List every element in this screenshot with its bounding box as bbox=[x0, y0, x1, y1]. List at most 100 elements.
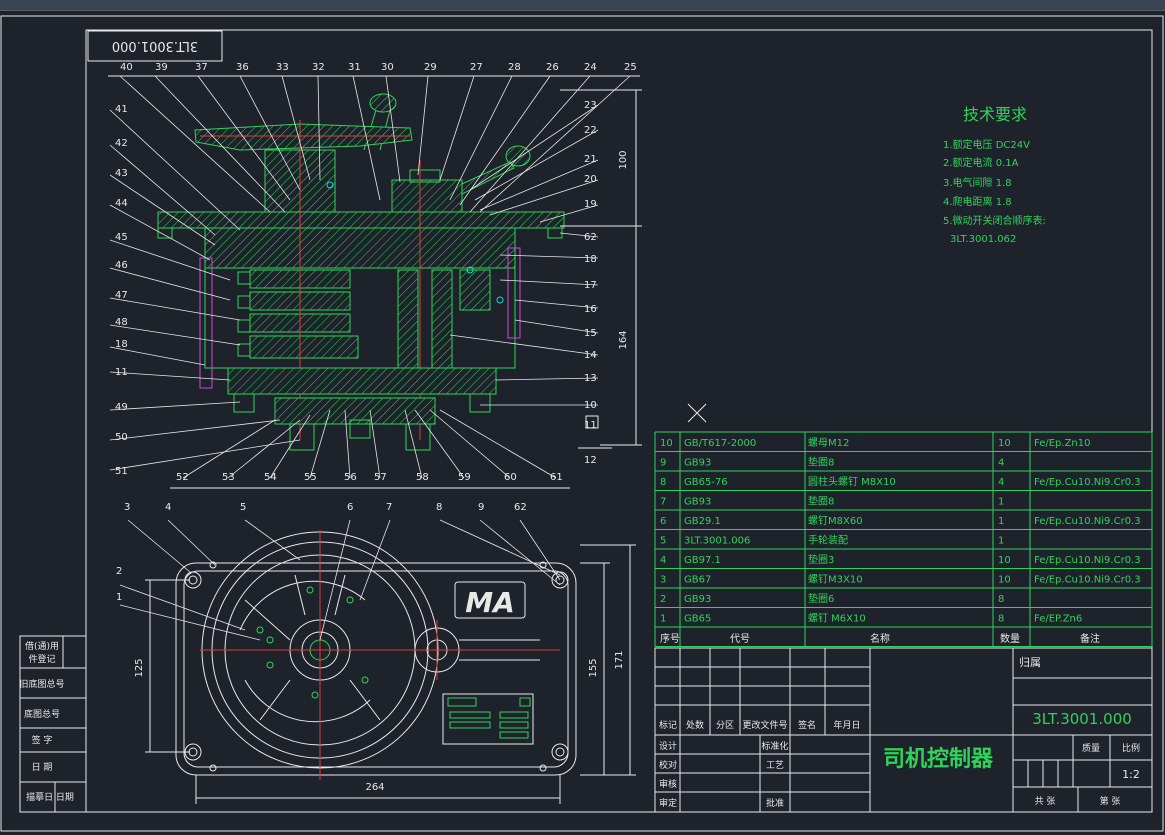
callout-label: 27 bbox=[470, 62, 483, 73]
callout-label: 51 bbox=[115, 466, 128, 477]
sheet-number: 第 张 bbox=[1100, 795, 1121, 807]
approval-label: 标准化 bbox=[761, 740, 788, 752]
callout-label: 58 bbox=[416, 472, 429, 483]
bom-row-note: Fe/Ep.Cu10.Ni9.Cr0.3 bbox=[1034, 575, 1141, 586]
bom-row-name: 螺钉M8X60 bbox=[808, 515, 863, 527]
callout-label: 19 bbox=[584, 199, 597, 210]
plan-view: MA bbox=[175, 530, 577, 780]
bom-row-code: GB97.1 bbox=[684, 555, 721, 566]
bom-row-qty: 10 bbox=[998, 438, 1011, 449]
drawing-code: 3LT.3001.000 bbox=[1032, 710, 1132, 728]
left-strip-label: 借(通)用 bbox=[25, 640, 59, 652]
callout-label: 12 bbox=[584, 455, 597, 466]
callout-label: 61 bbox=[550, 472, 563, 483]
tech-requirement-item: 1.额定电压 DC24V bbox=[943, 138, 1030, 151]
bom-row-no: 4 bbox=[660, 555, 666, 566]
dimension-label: 125 bbox=[134, 658, 145, 677]
bom-row-no: 7 bbox=[660, 497, 666, 508]
bom-row-qty: 1 bbox=[998, 497, 1004, 508]
callout-label: 46 bbox=[115, 260, 128, 271]
bom-row-name: 圆柱头螺钉 M8X10 bbox=[808, 475, 896, 488]
dimension-label: 264 bbox=[365, 782, 384, 793]
callout-label: 32 bbox=[312, 62, 325, 73]
leader-lines bbox=[109, 75, 631, 479]
outer-border bbox=[0, 15, 1164, 832]
callout-label: 39 bbox=[155, 62, 168, 73]
callout-label: 62 bbox=[514, 502, 527, 513]
callout-label: 25 bbox=[624, 62, 637, 73]
handwheel-section bbox=[194, 123, 413, 151]
callouts-left: 41 42 43 44 45 46 47 48 18 11 49 50 51 bbox=[115, 104, 128, 477]
callout-label: 15 bbox=[584, 328, 597, 339]
plan-housing bbox=[175, 562, 577, 776]
callout-label: 54 bbox=[264, 472, 277, 483]
signature-header: 标记 bbox=[659, 719, 677, 731]
bom-header-code: 代号 bbox=[730, 633, 750, 645]
callout-label: 29 bbox=[424, 62, 437, 73]
callout-label: 14 bbox=[584, 350, 597, 361]
callout-label: 21 bbox=[584, 154, 597, 165]
tech-requirement-item: 5.微动开关闭合顺序表: bbox=[943, 214, 1046, 227]
callout-label: 16 bbox=[584, 304, 597, 315]
bom-row-qty: 1 bbox=[998, 536, 1004, 547]
bom-row-code: GB67 bbox=[684, 575, 711, 586]
bom-row-qty: 8 bbox=[998, 614, 1004, 625]
ma-logo bbox=[454, 581, 526, 619]
bom-row-note: Fe/Ep.Cu10.Ni9.Cr0.3 bbox=[1034, 477, 1141, 488]
bom-header-no: 序号 bbox=[660, 632, 680, 645]
callout-label: 24 bbox=[584, 62, 597, 73]
bom-row-code: GB93 bbox=[684, 458, 711, 469]
bom-row-name: 垫圈8 bbox=[808, 495, 834, 508]
callout-label: 37 bbox=[195, 62, 208, 73]
callout-label: 22 bbox=[584, 125, 597, 136]
callout-label: 36 bbox=[236, 62, 249, 73]
callout-label: 8 bbox=[436, 502, 442, 513]
signature-header: 签名 bbox=[798, 719, 816, 731]
callout-label: 9 bbox=[478, 502, 484, 513]
callout-label: 18 bbox=[584, 254, 597, 265]
title-row-label: 审核 bbox=[659, 778, 677, 790]
bom-row-no: 1 bbox=[660, 614, 666, 625]
left-strip-label: 旧底图总号 bbox=[19, 678, 64, 690]
callout-label: 49 bbox=[115, 402, 128, 413]
callout-label: 59 bbox=[458, 472, 471, 483]
callout-label: 18 bbox=[115, 339, 128, 350]
bom-row-code: 3LT.3001.006 bbox=[684, 536, 750, 547]
callout-label: 5 bbox=[240, 502, 246, 513]
callout-label: 40 bbox=[120, 62, 133, 73]
bom-row-name: 螺钉M3X10 bbox=[808, 574, 863, 586]
tech-requirement-item: 3LT.3001.062 bbox=[950, 234, 1016, 245]
callout-label: 53 bbox=[222, 472, 235, 483]
bom-row-no: 8 bbox=[660, 477, 666, 488]
bom-row-no: 6 bbox=[660, 516, 666, 527]
bom-header-note: 备注 bbox=[1080, 632, 1100, 645]
callout-label: 3 bbox=[124, 502, 130, 513]
bom-row-qty: 4 bbox=[998, 477, 1004, 488]
callouts-right: 23 22 21 20 19 62 18 17 16 15 14 13 10 1… bbox=[578, 100, 612, 466]
callout-label: 60 bbox=[504, 472, 517, 483]
callout-label: 28 bbox=[508, 62, 521, 73]
sheet-count: 共 张 bbox=[1035, 796, 1056, 807]
callout-label: 57 bbox=[374, 472, 387, 483]
signature-header: 处数 bbox=[686, 719, 704, 731]
bom-header-name: 名称 bbox=[870, 632, 890, 645]
bom-row-qty: 10 bbox=[998, 575, 1011, 586]
bom-row-qty: 1 bbox=[998, 516, 1004, 527]
callout-label: 41 bbox=[115, 104, 128, 115]
callout-label: 43 bbox=[115, 168, 128, 179]
callout-label: 56 bbox=[344, 472, 357, 483]
bom-row-no: 2 bbox=[660, 594, 666, 605]
dimension-label: 155 bbox=[588, 658, 599, 677]
callout-label: 17 bbox=[584, 280, 597, 291]
callout-label: 50 bbox=[115, 432, 128, 443]
drawing-number-text: 3LT.3001.000 bbox=[112, 38, 198, 53]
bom-row-name: 螺钉 M6X10 bbox=[808, 613, 866, 625]
scale-value: 1:2 bbox=[1122, 768, 1140, 781]
bom-row-code: GB65 bbox=[684, 614, 711, 625]
callout-label: 52 bbox=[176, 472, 189, 483]
bom-row-code: GB65-76 bbox=[684, 477, 728, 488]
callout-label: 62 bbox=[584, 232, 597, 243]
tech-requirement-item: 4.爬电距离 1.8 bbox=[943, 195, 1012, 208]
handle-knob bbox=[369, 93, 397, 113]
approval-label: 批准 bbox=[766, 797, 784, 809]
